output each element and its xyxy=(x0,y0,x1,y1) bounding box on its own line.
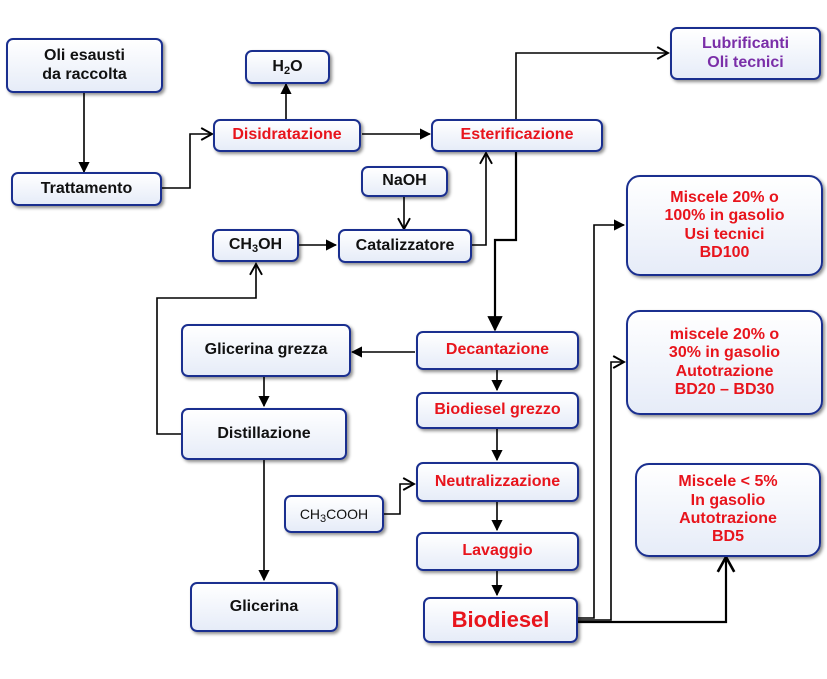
node-biodiesel-grezzo: Biodiesel grezzo xyxy=(416,392,579,429)
node-h2o: H2O xyxy=(245,50,330,84)
node-esterificazione-label: Esterificazione xyxy=(460,126,574,144)
node-glicerina-grezza: Glicerina grezza xyxy=(181,324,351,377)
node-trattamento: Trattamento xyxy=(11,172,162,206)
arrow-trattamento-to-disidratazione xyxy=(162,127,214,189)
node-oli-esausti: Oli esausti da raccolta xyxy=(6,38,163,93)
node-miscele-bd5: Miscele < 5% In gasolio Autotrazione BD5 xyxy=(635,463,821,557)
node-miscele-bd30: miscele 20% o 30% in gasolio Autotrazion… xyxy=(626,310,823,415)
h2o-pre: H xyxy=(272,57,284,75)
h2o-sub: 2 xyxy=(283,64,291,77)
node-naoh-label: NaOH xyxy=(382,172,427,190)
node-distillazione: Distillazione xyxy=(181,408,347,460)
node-disidratazione: Disidratazione xyxy=(213,119,361,152)
node-distillazione-label: Distillazione xyxy=(217,424,311,442)
arrow-biodiesel-to-bd5 xyxy=(578,554,736,624)
h2o-post: O xyxy=(290,57,303,75)
node-decantazione: Decantazione xyxy=(416,331,579,370)
arrow-esterificazione-to-lubrificanti xyxy=(515,46,670,119)
node-ch3oh-label: CH3OH xyxy=(228,236,283,256)
node-glicerina: Glicerina xyxy=(190,582,338,632)
node-neutralizzazione: Neutralizzazione xyxy=(416,462,579,502)
node-lavaggio-label: Lavaggio xyxy=(462,542,533,560)
node-biodiesel: Biodiesel xyxy=(423,597,578,643)
arrow-esterificazione-to-decantazione xyxy=(487,152,518,332)
arrow-ch3cooh-to-neutralizzazione xyxy=(384,477,416,515)
node-h2o-label: H2O xyxy=(272,57,303,77)
node-biodiesel-label: Biodiesel xyxy=(451,607,550,633)
node-lubrificanti-label: Lubrificanti Oli tecnici xyxy=(701,35,790,71)
node-neutralizzazione-label: Neutralizzazione xyxy=(434,472,561,490)
arrow-catalizzatore-to-esterificazione xyxy=(472,151,493,246)
node-glicerina-label: Glicerina xyxy=(229,597,299,615)
node-catalizzatore-label: Catalizzatore xyxy=(355,236,455,254)
ch3cooh-post: COOH xyxy=(326,505,369,522)
node-lubrificanti: Lubrificanti Oli tecnici xyxy=(670,27,821,80)
node-ch3cooh-label: CH3COOH xyxy=(299,505,369,525)
node-esterificazione: Esterificazione xyxy=(431,119,603,152)
arrow-biodiesel-to-bd30 xyxy=(578,355,626,621)
ch3oh-sub: 3 xyxy=(251,243,259,256)
node-miscele-bd5-label: Miscele < 5% In gasolio Autotrazione BD5 xyxy=(678,473,778,546)
node-naoh: NaOH xyxy=(361,166,448,197)
node-oli-esausti-label: Oli esausti da raccolta xyxy=(42,47,127,83)
node-lavaggio: Lavaggio xyxy=(416,532,579,571)
ch3oh-pre: CH xyxy=(228,236,252,254)
node-ch3cooh: CH3COOH xyxy=(284,495,384,533)
ch3cooh-sub: 3 xyxy=(320,512,327,525)
node-disidratazione-label: Disidratazione xyxy=(232,126,342,144)
node-biodiesel-grezzo-label: Biodiesel grezzo xyxy=(434,401,561,419)
node-glicerina-grezza-label: Glicerina grezza xyxy=(204,341,328,359)
node-miscele-bd100-label: Miscele 20% o 100% in gasolio Usi tecnic… xyxy=(664,188,785,261)
ch3oh-post: OH xyxy=(258,236,283,254)
node-ch3oh: CH3OH xyxy=(212,229,299,262)
node-decantazione-label: Decantazione xyxy=(445,341,550,359)
node-catalizzatore: Catalizzatore xyxy=(338,229,472,263)
node-trattamento-label: Trattamento xyxy=(40,179,133,197)
arrow-biodiesel-to-bd100 xyxy=(578,219,626,619)
ch3cooh-pre: CH xyxy=(299,505,321,522)
arrow-distillazione-to-ch3oh xyxy=(156,262,263,435)
node-miscele-bd100: Miscele 20% o 100% in gasolio Usi tecnic… xyxy=(626,175,823,276)
node-miscele-bd30-label: miscele 20% o 30% in gasolio Autotrazion… xyxy=(668,325,781,398)
